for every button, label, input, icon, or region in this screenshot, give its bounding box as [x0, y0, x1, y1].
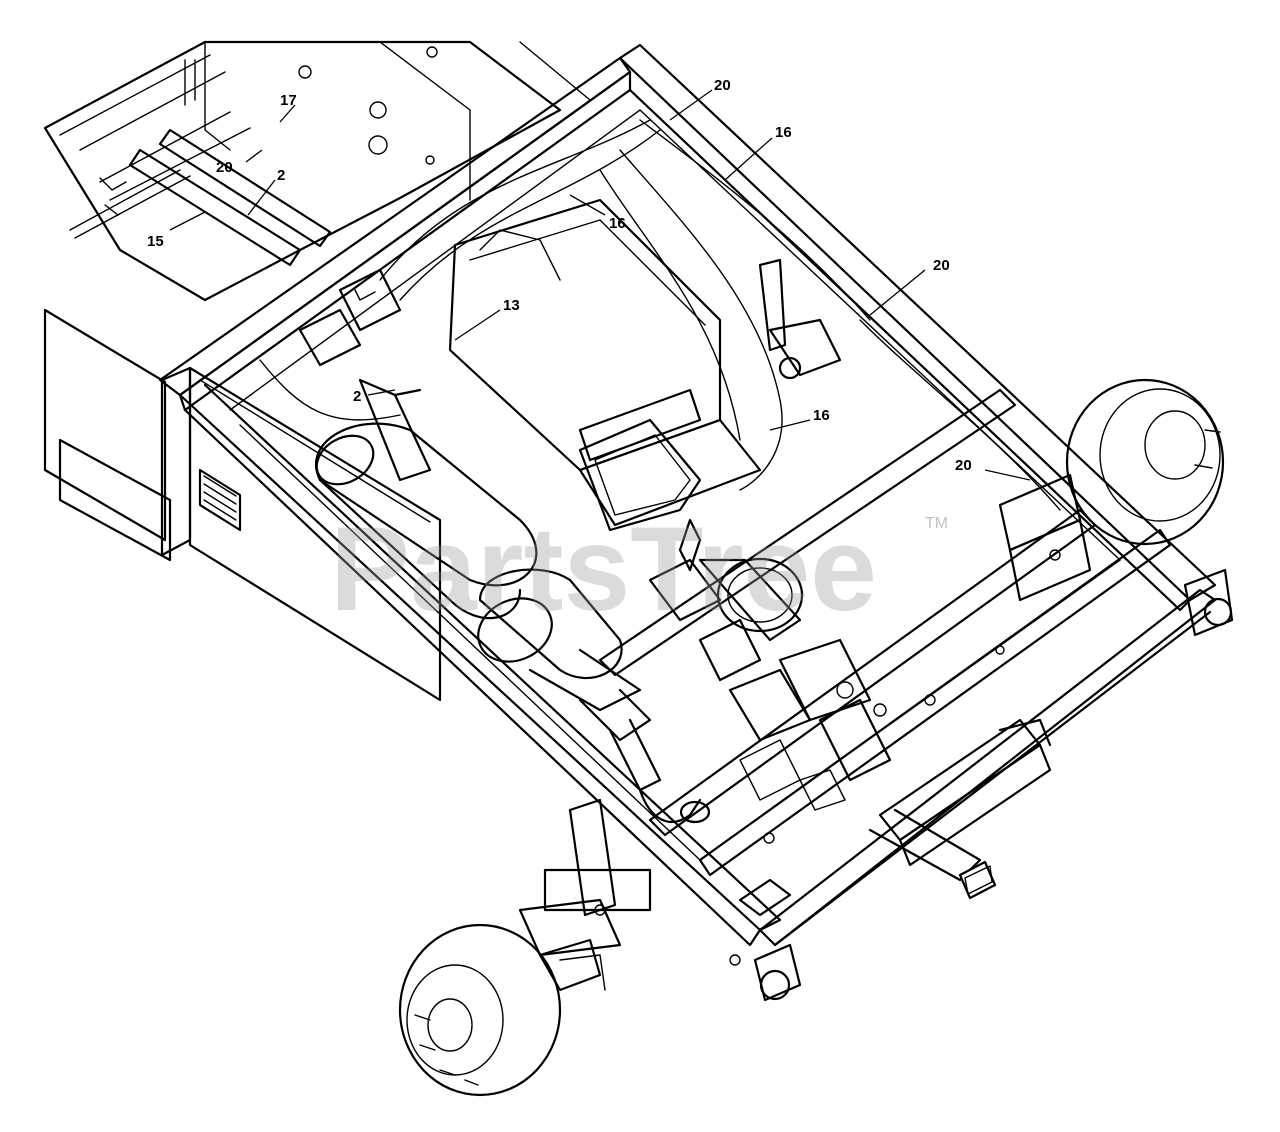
- callouts: 17 20 2 15 20 16 16 20 13 2 16 20: [147, 77, 972, 474]
- upper-left-deck: [43, 40, 591, 302]
- left-wheel: [398, 798, 652, 1097]
- watermark-text: PartsTree: [330, 502, 877, 636]
- callout-20: 20: [933, 257, 950, 274]
- callout-15: 15: [147, 233, 164, 250]
- tank-assembly: [259, 119, 1061, 824]
- main-frame: [158, 43, 1234, 1002]
- callout-20: 20: [955, 457, 972, 474]
- callout-2: 2: [353, 388, 361, 405]
- callout-20: 20: [216, 159, 233, 176]
- leader-lines: [169, 89, 1031, 481]
- callout-16: 16: [813, 407, 830, 424]
- bolt-details: [594, 549, 1061, 966]
- callout-16: 16: [775, 124, 792, 141]
- watermark-trademark: TM: [925, 515, 948, 532]
- callout-20: 20: [714, 77, 731, 94]
- callout-16: 16: [609, 215, 626, 232]
- callout-17: 17: [280, 92, 297, 109]
- callout-13: 13: [503, 297, 520, 314]
- right-wheel: [998, 378, 1225, 602]
- hitch-receiver: [868, 718, 1052, 900]
- vent-grille: [198, 468, 242, 532]
- callout-2: 2: [277, 167, 285, 184]
